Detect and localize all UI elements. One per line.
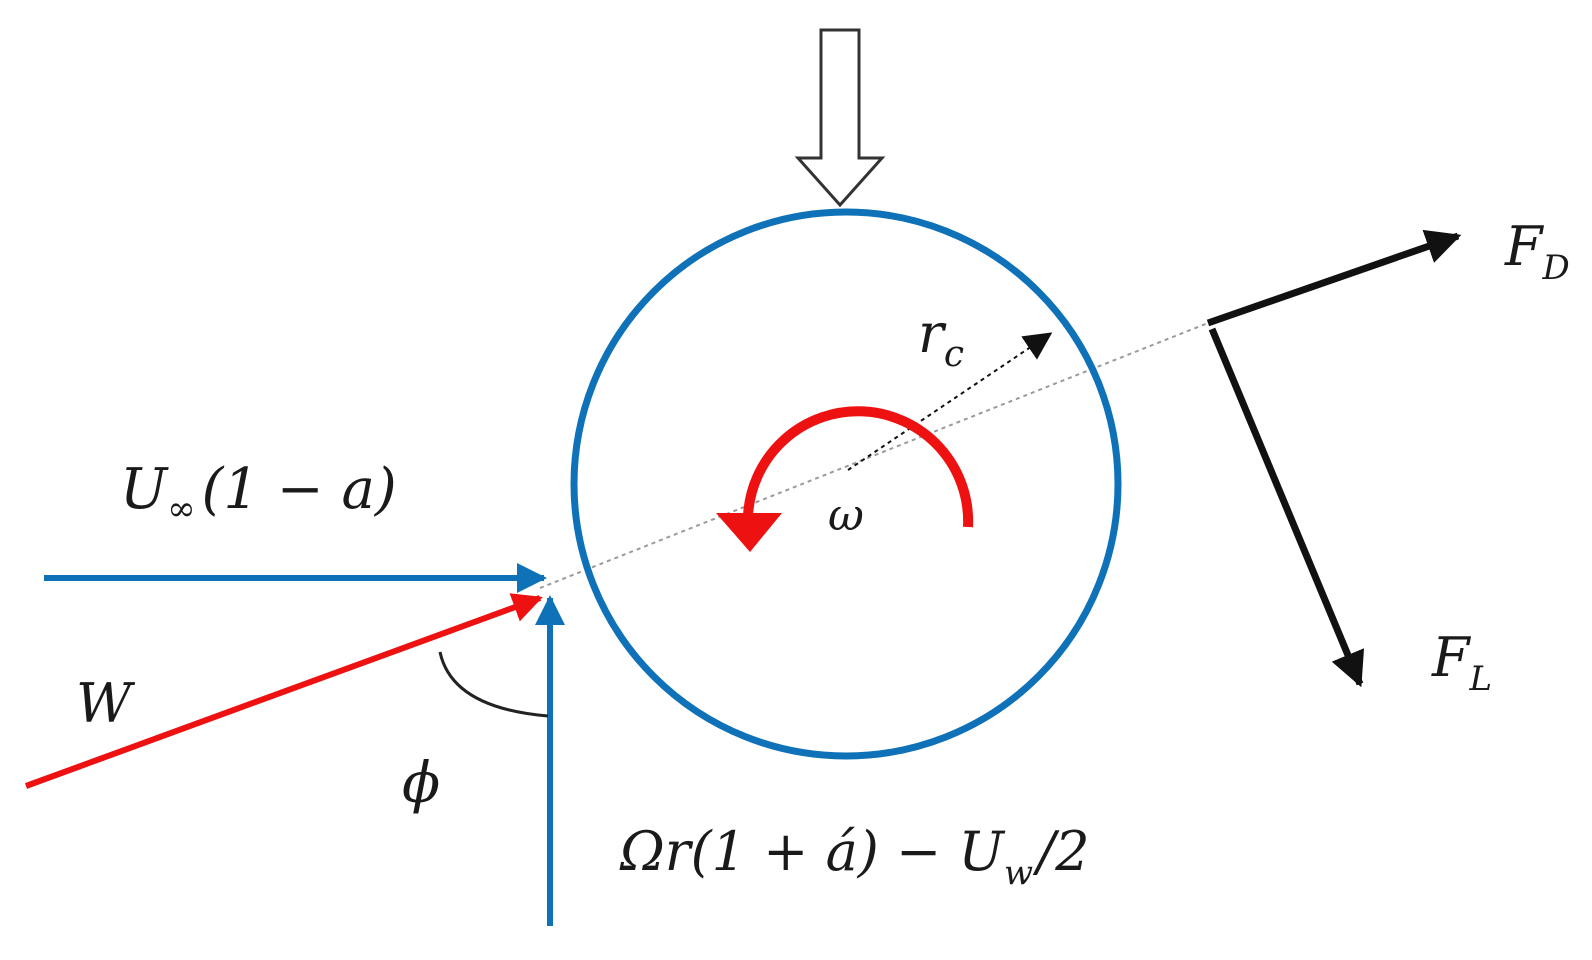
rotation-arc-omega [743, 406, 974, 528]
u-inf-rest: (1 − a) [202, 457, 397, 522]
tangential-rest: /2 [1032, 820, 1090, 883]
fd-symbol: F [1504, 215, 1545, 278]
label-omega: ω [828, 490, 864, 541]
u-inf-subscript: ∞ [167, 489, 195, 529]
phi-angle-arc [438, 651, 549, 718]
rc-subscript: c [944, 334, 964, 375]
label-drag-force: FD [1504, 215, 1570, 288]
lift-force-arrow [1208, 327, 1365, 688]
rotating-cylinder [570, 208, 1122, 760]
tangential-main: Ωr(1 + á) − U [619, 820, 1005, 883]
fl-symbol: F [1431, 626, 1472, 689]
drag-force-arrow [1206, 229, 1462, 327]
label-axial-velocity: U∞(1 − a) [120, 457, 397, 529]
label-relative-velocity-w: W [76, 672, 136, 735]
fd-subscript: D [1541, 248, 1569, 288]
u-inf-symbol: U [120, 457, 169, 522]
incoming-flow-hollow-arrow [794, 28, 886, 208]
rotation-arrowhead [716, 513, 782, 552]
fl-subscript: L [1468, 659, 1492, 699]
label-phi: ϕ [402, 751, 440, 816]
label-lift-force: FL [1431, 626, 1492, 699]
relative-velocity-w-arrow [24, 593, 543, 789]
label-radius-rc: rc [918, 302, 964, 375]
radius-rc-arrow [847, 332, 1053, 471]
tangential-subscript: w [1004, 853, 1033, 893]
label-tangential-velocity: Ωr(1 + á) − Uw/2 [619, 820, 1090, 893]
rc-symbol: r [918, 302, 947, 365]
